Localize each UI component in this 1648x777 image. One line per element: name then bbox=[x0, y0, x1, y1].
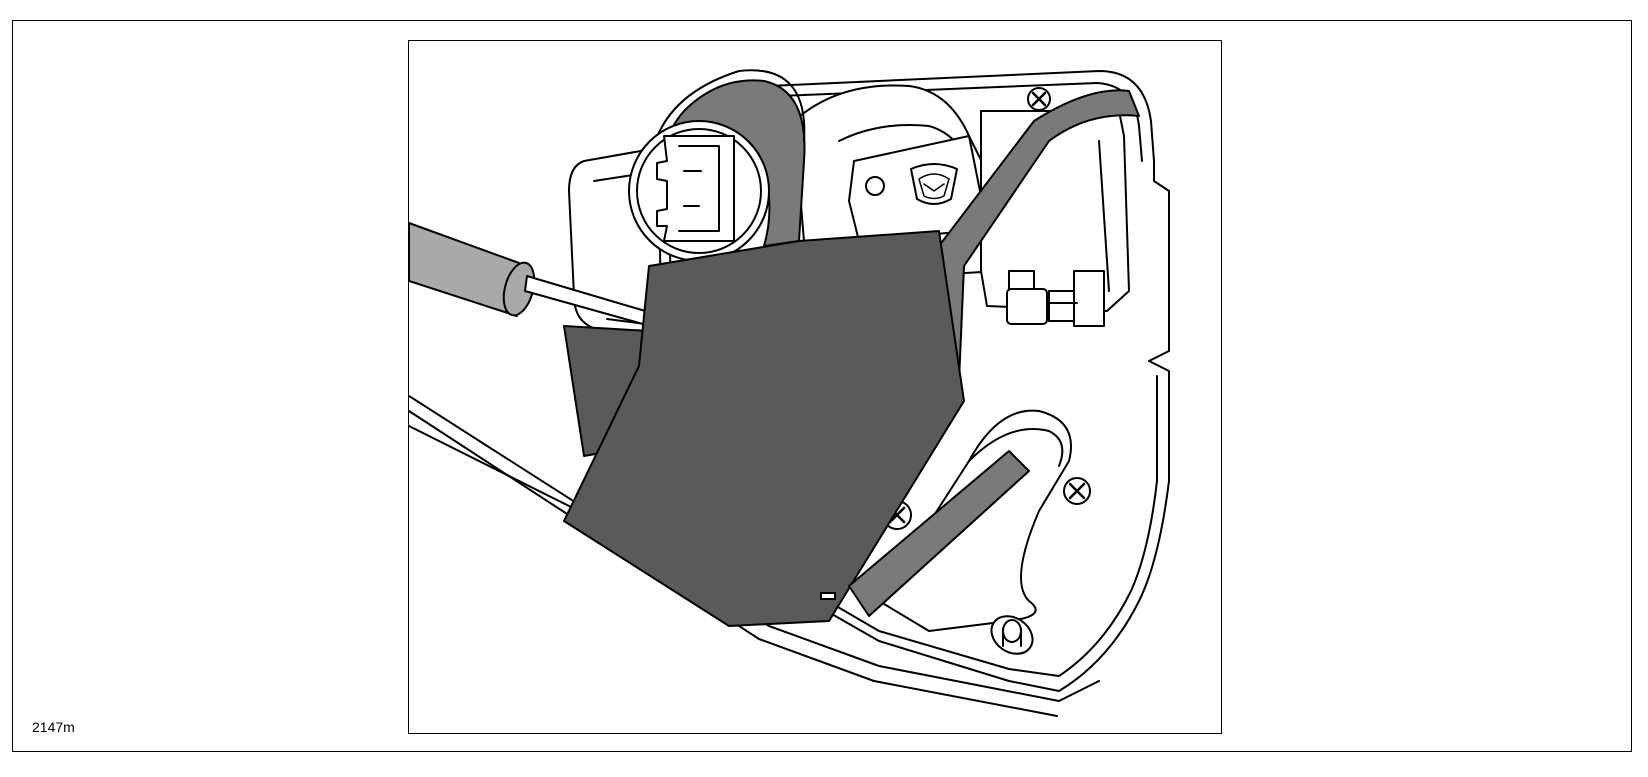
electrical-connector bbox=[628, 120, 770, 262]
small-hole bbox=[865, 176, 885, 196]
connector-block bbox=[980, 110, 1130, 312]
door-lock-actuator-illustration bbox=[409, 69, 1170, 717]
connector-block-side bbox=[1098, 140, 1110, 292]
figure-id-label: 2147m bbox=[32, 719, 75, 735]
lock-rod-cable bbox=[409, 222, 680, 334]
protective-tape-cover bbox=[563, 230, 965, 627]
brand-emblem bbox=[910, 163, 958, 205]
illustration-panel bbox=[408, 40, 1222, 734]
outer-frame bbox=[12, 20, 1632, 752]
housing-lower-flange bbox=[818, 375, 1158, 677]
release-lever-inner bbox=[968, 428, 1064, 467]
guide-pin-assembly bbox=[1006, 270, 1105, 327]
mounting-screw bbox=[1063, 477, 1091, 505]
protective-tape-lower bbox=[848, 450, 1030, 617]
guide-pin bbox=[990, 615, 1034, 655]
slot-mark bbox=[820, 592, 836, 600]
mounting-screw bbox=[1027, 87, 1051, 111]
